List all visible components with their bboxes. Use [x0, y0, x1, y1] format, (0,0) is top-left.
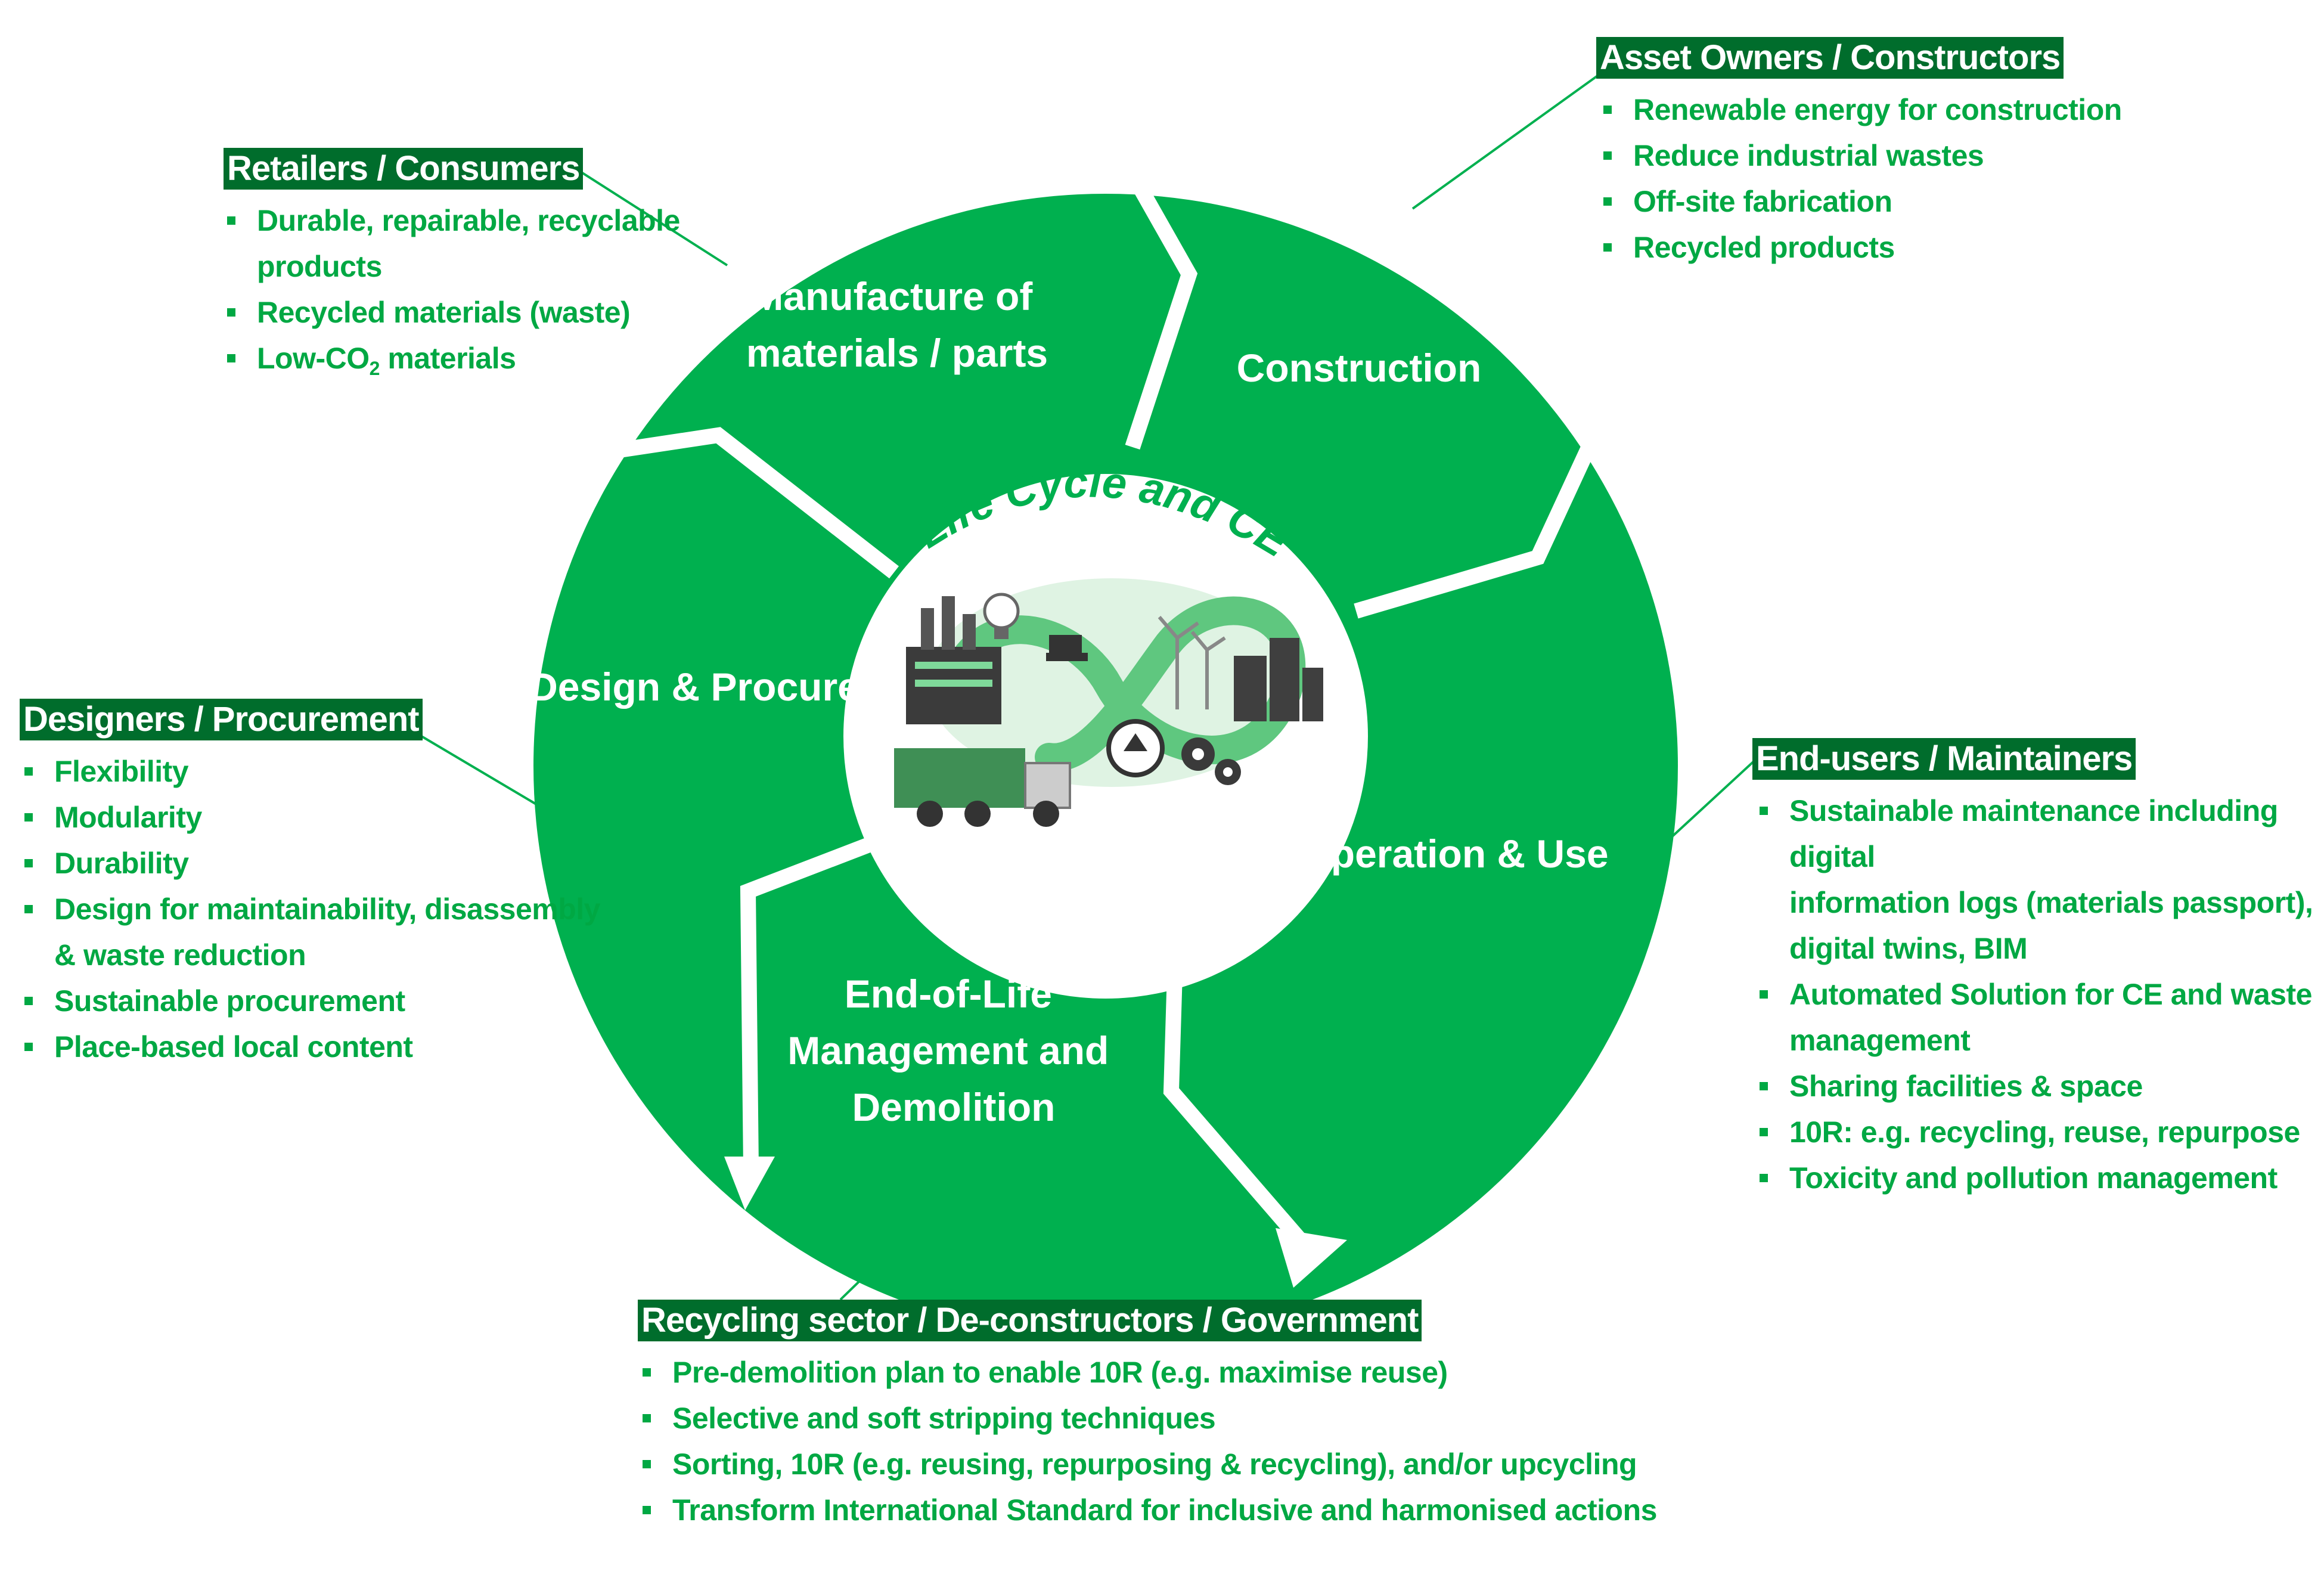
connector-asset-owners — [1411, 70, 1605, 210]
stage-design: Design & Procure — [529, 665, 860, 709]
panel-title-recycling: Recycling sector / De-constructors / Gov… — [638, 1300, 1422, 1341]
separator-endoflife-design — [740, 824, 906, 1169]
panel-list-end-users: Sustainable maintenance including digita… — [1756, 788, 2324, 1201]
panel-list-recycling: Pre-demolition plan to enable 10R (e.g. … — [639, 1350, 1657, 1533]
list-item: Place-based local content — [21, 1024, 600, 1070]
list-item: Renewable energy for construction — [1600, 87, 2122, 133]
list-item: Design for maintainability, disassembly&… — [21, 886, 600, 978]
stage-construction: Construction — [1237, 346, 1482, 390]
separator-design-manufacture — [559, 427, 899, 579]
list-item: 10R: e.g. recycling, reuse, repurpose — [1756, 1109, 2324, 1155]
notch-1 — [1061, 66, 1121, 119]
factory-icon — [906, 596, 1001, 724]
panel-recycling: Recycling sector / De-constructors / Gov… — [638, 1300, 1657, 1533]
list-item: Pre-demolition plan to enable 10R (e.g. … — [639, 1350, 1657, 1396]
panel-title-retailers: Retailers / Consumers — [224, 148, 584, 190]
excavator-icon — [1046, 635, 1088, 661]
panel-list-asset-owners: Renewable energy for construction Reduce… — [1600, 87, 2122, 271]
stage-operation: Operation & Use — [1300, 832, 1608, 876]
list-item: Recycled materials (waste) — [224, 290, 680, 336]
recycle-icon — [1106, 719, 1165, 777]
separator-manufacture-construction — [1081, 91, 1198, 450]
panel-title-end-users: End-users / Maintainers — [1752, 738, 2136, 780]
notch-3 — [1276, 1228, 1347, 1288]
panel-list-designers: Flexibility Modularity Durability Design… — [21, 749, 600, 1070]
stage-end-of-life: End-of-Life Management and Demolition — [787, 972, 1119, 1129]
list-item: Toxicity and pollution management — [1756, 1155, 2324, 1201]
list-item: Durability — [21, 841, 600, 886]
separator-construction-operation — [1354, 354, 1637, 619]
list-item: Sorting, 10R (e.g. reusing, repurposing … — [639, 1442, 1657, 1487]
list-item: Recycled products — [1600, 225, 2122, 271]
list-item: Modularity — [21, 795, 600, 841]
panel-asset-owners: Asset Owners / Constructors Renewable en… — [1596, 37, 2122, 271]
list-item: Sharing facilities & space — [1756, 1064, 2324, 1109]
panel-end-users: End-users / Maintainers Sustainable main… — [1752, 738, 2324, 1201]
list-item: Flexibility — [21, 749, 600, 795]
light-bulb-icon — [983, 593, 1020, 639]
list-item: Transform International Standard for inc… — [639, 1487, 1657, 1533]
panel-title-designers: Designers / Procurement — [20, 699, 423, 740]
list-item: Reduce industrial wastes — [1600, 133, 2122, 179]
wind-turbine-icon — [1158, 616, 1226, 709]
city-buildings-icon — [1234, 638, 1323, 721]
panel-title-asset-owners: Asset Owners / Constructors — [1596, 37, 2064, 79]
list-item: Off-site fabrication — [1600, 179, 2122, 225]
list-item: Low-CO2 materials — [224, 336, 680, 392]
gears-icon — [1181, 737, 1241, 785]
panel-retailers: Retailers / Consumers Durable, repairabl… — [224, 148, 680, 392]
list-item: Sustainable procurement — [21, 978, 600, 1024]
center-illustration — [894, 578, 1323, 827]
garbage-truck-icon — [894, 748, 1071, 827]
panel-designers: Designers / Procurement Flexibility Modu… — [20, 699, 600, 1070]
connector-designers — [395, 720, 558, 818]
stage-manufacture: Manufacture of materials / parts — [746, 274, 1048, 375]
notch-2 — [1612, 346, 1687, 411]
notch-5 — [542, 441, 596, 489]
list-item: Sustainable maintenance including digita… — [1756, 788, 2324, 972]
list-item: Selective and soft stripping techniques — [639, 1396, 1657, 1442]
ring-notches — [542, 66, 1687, 1288]
notch-4 — [724, 1157, 775, 1210]
